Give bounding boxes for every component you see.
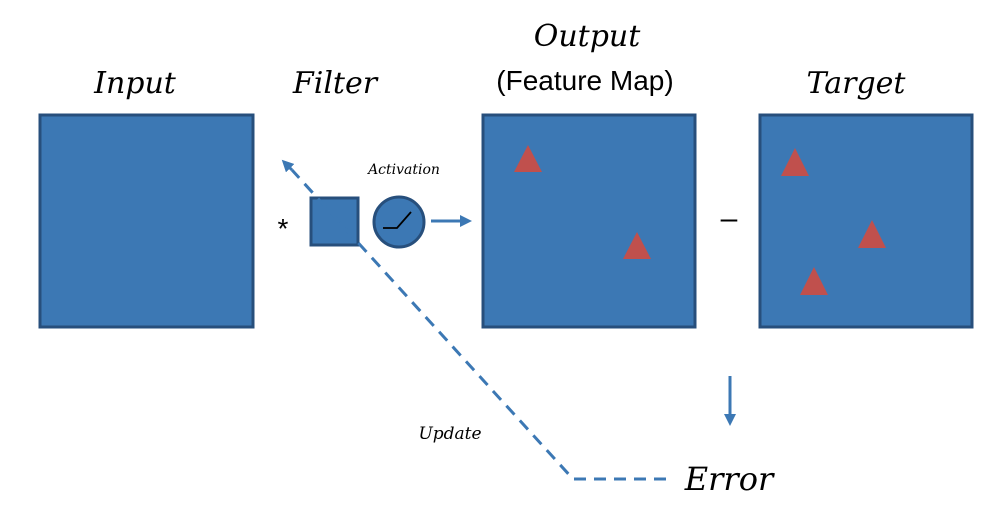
target-triangle-2 [858, 220, 886, 248]
filter-box [309, 196, 360, 247]
activation-label: Activation [366, 162, 440, 178]
filter-title: Filter [292, 66, 379, 101]
target-box [758, 113, 974, 329]
update-arrowhead-line [281, 159, 295, 173]
input-title: Input [93, 66, 177, 101]
update-label: Update [418, 424, 481, 444]
activation-circle [372, 195, 426, 249]
minus-symbol: – [721, 202, 738, 235]
error-label: Error [684, 460, 775, 498]
output-triangle-1 [514, 145, 542, 172]
output-subtitle: (Feature Map) [496, 65, 673, 96]
input-box [38, 113, 255, 329]
target-triangle-1 [781, 148, 809, 176]
output-triangle-2 [623, 232, 651, 259]
output-title: Output [534, 19, 641, 54]
relu-icon [383, 211, 412, 229]
update-dashed-path [290, 168, 666, 481]
target-triangle-3 [800, 267, 828, 295]
target-title: Target [807, 66, 907, 101]
output-box [481, 113, 697, 329]
convolution-symbol: * [278, 213, 289, 244]
